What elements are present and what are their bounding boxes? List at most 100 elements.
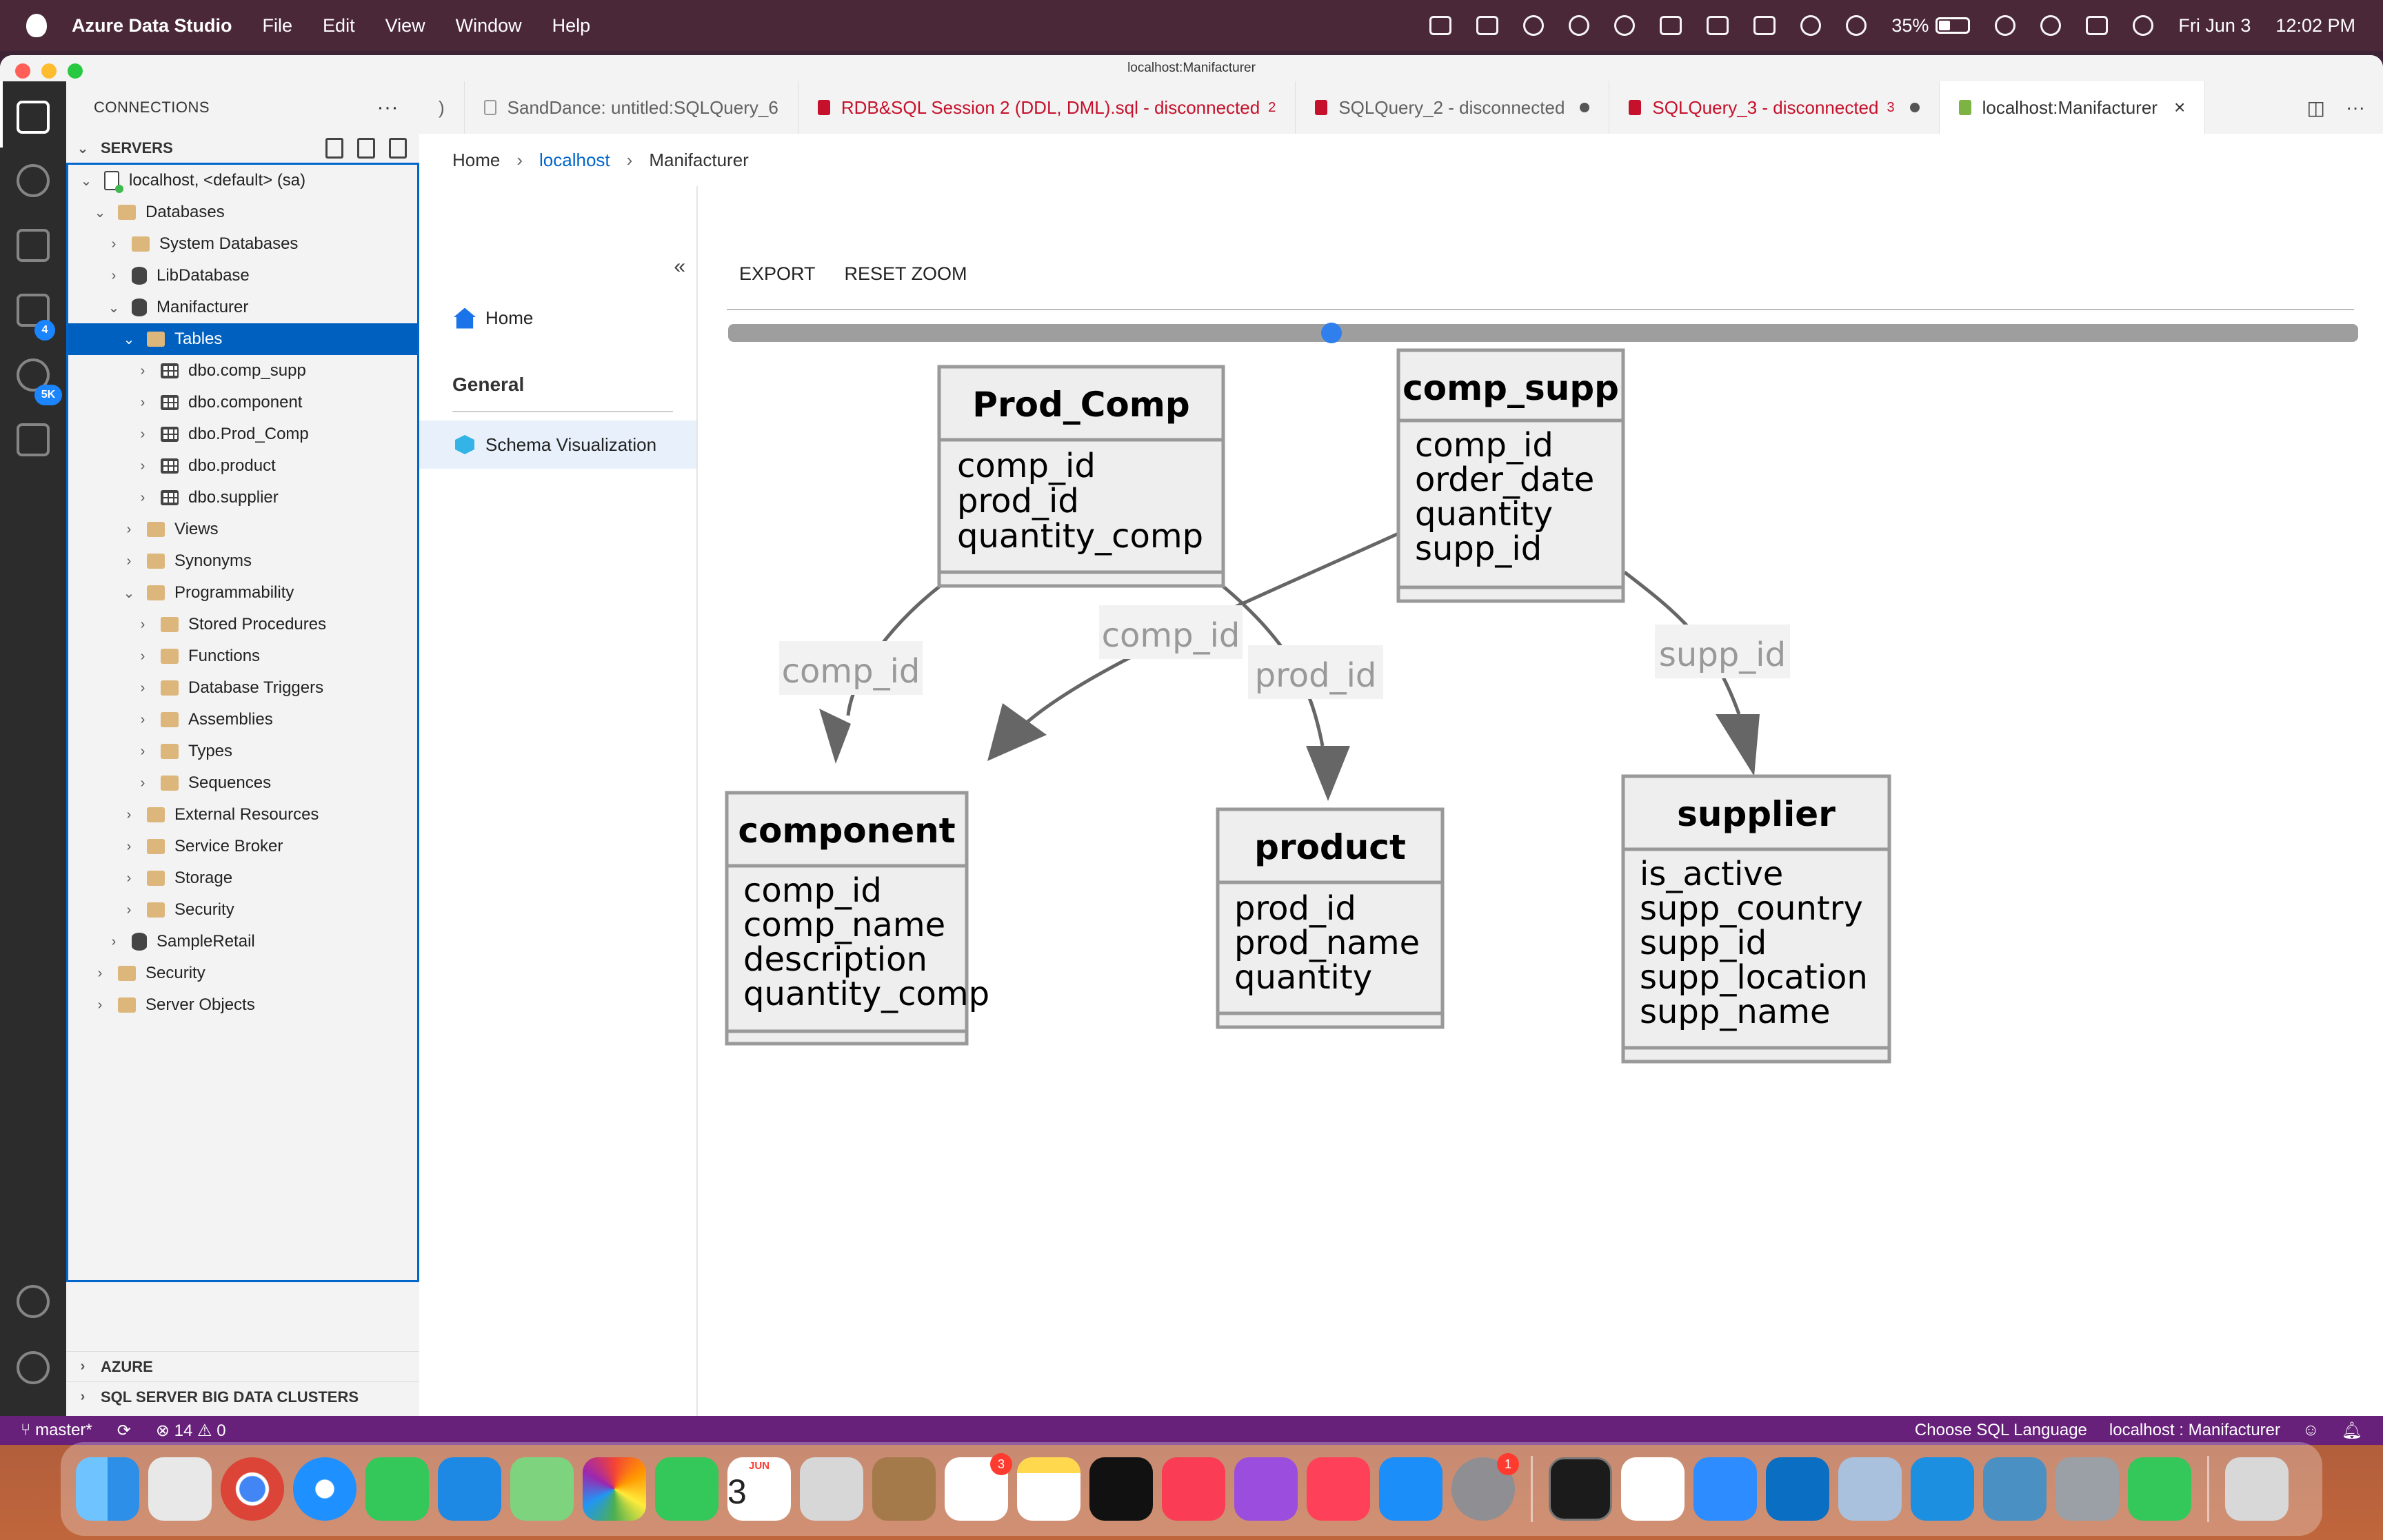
maps-icon[interactable] [510,1457,574,1521]
tree-item[interactable]: ⌄Manifacturer [68,292,417,323]
docker-icon[interactable] [1911,1457,1974,1521]
account-icon[interactable] [17,1285,50,1318]
chevron-right-icon[interactable]: › [140,394,145,410]
explorer-icon[interactable] [17,294,50,327]
play-icon[interactable] [1800,15,1822,36]
user-icon[interactable] [1846,15,1867,36]
chevron-right-icon[interactable]: › [140,775,145,791]
music-icon[interactable] [1162,1457,1225,1521]
tree-item[interactable]: ›System Databases [68,228,417,260]
chevron-right-icon[interactable]: › [126,902,132,918]
tree-item[interactable]: ›Database Triggers [68,672,417,704]
image-capture-icon[interactable] [1838,1457,1902,1521]
calendar-icon[interactable]: JUN 3 [727,1457,791,1521]
siri-icon[interactable] [2133,15,2154,36]
menu-bar-time[interactable]: 12:02 PM [2275,14,2355,36]
tree-item[interactable]: ›Server Objects [68,989,417,1021]
unsaved-dot-icon[interactable] [1909,103,1920,112]
chevron-right-icon[interactable]: › [140,458,145,474]
tree-item[interactable]: ›Functions [68,640,417,672]
podcasts-icon[interactable] [1234,1457,1298,1521]
search-icon[interactable] [17,164,50,197]
zoom-app-icon[interactable] [1693,1457,1757,1521]
tree-item[interactable]: ›Types [68,736,417,767]
chevron-right-icon[interactable]: › [140,616,145,632]
tree-item[interactable]: ›dbo.Prod_Comp [68,418,417,450]
tab-rdb-session[interactable]: RDB&SQL Session 2 (DDL, DML).sql - disco… [798,81,1296,134]
tree-item[interactable]: ›dbo.product [68,450,417,482]
tree-item[interactable]: ›dbo.comp_supp [68,355,417,387]
chevron-right-icon[interactable]: › [97,997,103,1013]
chevron-down-icon[interactable]: ⌄ [108,300,120,316]
finder-icon[interactable] [76,1457,139,1521]
active-connections-icon[interactable] [389,138,407,159]
chevron-down-icon[interactable]: ⌄ [80,173,92,189]
tree-item[interactable]: ⌄Databases [68,196,417,228]
tree-item[interactable]: ⌄Programmability [68,577,417,609]
azure-data-studio-icon[interactable] [1983,1457,2047,1521]
notifications-icon[interactable]: 🔔︎ [2341,1421,2362,1440]
gear-icon[interactable] [17,1351,50,1384]
maximize-window-button[interactable] [68,63,83,79]
tree-item[interactable]: ›dbo.supplier [68,482,417,514]
close-icon[interactable]: × [2173,97,2186,118]
tree-item[interactable]: ⌄localhost, <default> (sa) [68,165,417,196]
tree-item[interactable]: ›External Resources [68,799,417,831]
big-data-section-header[interactable]: › SQL SERVER BIG DATA CLUSTERS [66,1381,419,1412]
menu-help[interactable]: Help [552,14,591,36]
trash-icon[interactable] [2225,1457,2289,1521]
split-editor-icon[interactable]: ◫ [2306,97,2326,119]
tree-item[interactable]: ›Assemblies [68,704,417,736]
mail-icon[interactable] [438,1457,501,1521]
collapse-panel-icon[interactable]: « [674,255,685,278]
chevron-right-icon[interactable]: › [126,838,132,854]
app-store-icon[interactable] [1379,1457,1442,1521]
bluetooth-icon[interactable] [1707,16,1729,35]
table-node-product[interactable]: product prod_id prod_name quantity [1216,807,1445,1029]
table-node-comp-supp[interactable]: comp_supp comp_id order_date quantity su… [1396,348,1625,603]
spotlight-search-icon[interactable] [2040,15,2062,36]
tab-sanddance[interactable]: SandDance: untitled:SQLQuery_6 [465,81,798,134]
chevron-right-icon[interactable]: › [111,933,117,949]
system-preferences-icon[interactable]: 1 [1451,1453,1519,1521]
chevron-down-icon[interactable]: ⌄ [94,205,106,221]
notes-icon[interactable] [1017,1457,1080,1521]
menu-window[interactable]: Window [455,14,522,36]
servers-section-header[interactable]: ⌄ SERVERS [66,134,419,163]
azure-section-header[interactable]: › AZURE [66,1351,419,1381]
tree-item[interactable]: ›Synonyms [68,545,417,577]
connection-status[interactable]: localhost : Manifacturer [2109,1420,2281,1439]
breadcrumb-home[interactable]: Home [452,149,501,170]
new-connection-icon[interactable] [325,138,343,159]
news-icon[interactable] [1307,1457,1370,1521]
chevron-right-icon[interactable]: › [140,426,145,442]
tree-item[interactable]: ›SampleRetail [68,926,417,958]
nav-home[interactable]: Home [454,307,533,329]
messages-alt-icon[interactable] [2128,1457,2191,1521]
headphones-icon[interactable] [1569,15,1590,36]
notebooks-icon[interactable] [17,229,50,262]
reminders-icon[interactable]: 3 [945,1453,1012,1521]
chevron-right-icon[interactable]: › [126,807,132,822]
sync-icon[interactable]: ⟳ [117,1421,131,1440]
apple-logo-icon[interactable] [26,14,47,37]
terminal-icon[interactable] [1549,1457,1612,1521]
chrome-icon[interactable] [221,1457,284,1521]
more-actions-icon[interactable]: ··· [2346,97,2365,118]
source-control-icon[interactable] [17,358,50,392]
zoom-slider-handle[interactable] [1321,323,1342,343]
tree-item[interactable]: ⌄Tables [68,323,417,355]
chevron-right-icon[interactable]: › [140,489,145,505]
zoom-slider[interactable] [728,323,2358,343]
control-center-icon[interactable] [2086,16,2109,35]
chevron-right-icon[interactable]: › [111,267,117,283]
photos-icon[interactable] [583,1457,646,1521]
tab-sqlquery-2[interactable]: SQLQuery_2 - disconnected [1296,81,1610,134]
chevron-right-icon[interactable]: › [140,363,145,378]
messages-icon[interactable] [365,1457,429,1521]
tree-item[interactable]: ›LibDatabase [68,260,417,292]
tree-item[interactable]: ›Service Broker [68,831,417,862]
chevron-right-icon[interactable]: › [126,553,132,569]
contacts-icon[interactable] [872,1457,936,1521]
tree-item[interactable]: ›dbo.component [68,387,417,418]
